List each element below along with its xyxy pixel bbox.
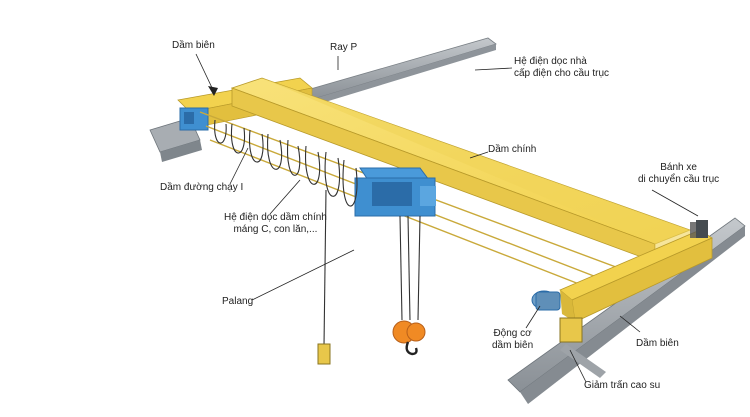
- label-dam-bien-top: Dầm biên: [172, 40, 215, 51]
- end-truck-motor: [531, 290, 561, 311]
- leader-arrowhead: [208, 86, 218, 96]
- label-giam-tran: Giảm trấn cao su: [584, 380, 661, 391]
- label-he-dien-doc-dam: Hệ điện dọc dầm chính máng C, con lăn,..…: [224, 212, 327, 236]
- hook-block: [392, 320, 426, 356]
- label-ray-p: Ray P: [330, 42, 358, 53]
- hoist: [354, 167, 436, 217]
- label-he-dien-doc-nha: Hệ điện dọc nhà cấp điện cho cầu trục: [514, 56, 609, 80]
- label-dong-co-line2: dầm biên: [492, 340, 534, 351]
- pendant-control: [317, 343, 331, 365]
- label-banh-xe-line2: di chuyển cầu trục: [638, 174, 720, 185]
- leader-lines: [195, 53, 699, 383]
- label-banh-xe: Bánh xe di chuyển cầu trục: [638, 162, 719, 186]
- label-banh-xe-line1: Bánh xe: [660, 162, 697, 173]
- label-dong-co-line1: Động cơ: [493, 328, 532, 339]
- label-dam-bien-right: Dầm biên: [636, 338, 679, 349]
- label-dam-duong-chay: Dầm đường chạy I: [160, 182, 244, 193]
- label-palang: Palang: [222, 296, 254, 307]
- label-he-dien-doc-dam-line1: Hệ điện dọc dầm chính: [224, 212, 327, 223]
- festoon-cables: [214, 119, 358, 207]
- travel-wheel: [696, 220, 708, 238]
- label-he-dien-doc-nha-line2: cấp điện cho cầu trục: [514, 68, 610, 79]
- label-dong-co: Động cơ dầm biên: [492, 328, 533, 352]
- label-he-dien-doc-dam-line2: máng C, con lăn,...: [233, 224, 318, 235]
- label-he-dien-doc-nha-line1: Hệ điện dọc nhà: [514, 56, 587, 67]
- right-end-truck: [559, 222, 713, 343]
- label-dam-chinh: Dầm chính: [488, 144, 537, 155]
- hook-chains: [323, 189, 421, 347]
